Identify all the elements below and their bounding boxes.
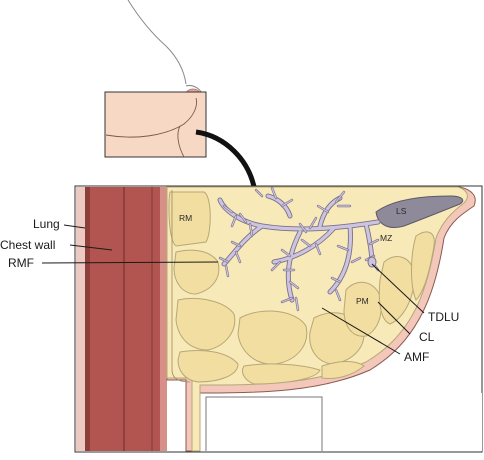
label-rmf: RMF	[8, 256, 34, 270]
retromammary-fascia	[171, 190, 191, 383]
label-tdlu: TDLU	[428, 310, 459, 324]
label-mz: MZ	[380, 233, 392, 243]
fat-lobules	[168, 191, 435, 385]
lactiferous-sinus	[375, 195, 464, 228]
tdlu-lobule	[367, 256, 377, 268]
label-rm: RM	[179, 213, 192, 223]
label-cl: CL	[419, 330, 435, 344]
label-lung: Lung	[33, 217, 60, 231]
chest-wall-muscle	[76, 187, 167, 451]
cross-section-panel	[74, 185, 483, 453]
label-amf: AMF	[404, 350, 429, 364]
label-ls: LS	[396, 206, 407, 216]
torso-silhouette	[127, 0, 203, 105]
ductal-tree	[217, 186, 381, 312]
label-pm: PM	[356, 296, 369, 306]
leader-lines	[41, 224, 425, 355]
inset-box	[104, 91, 207, 158]
label-chest-wall: Chest wall	[0, 238, 55, 252]
